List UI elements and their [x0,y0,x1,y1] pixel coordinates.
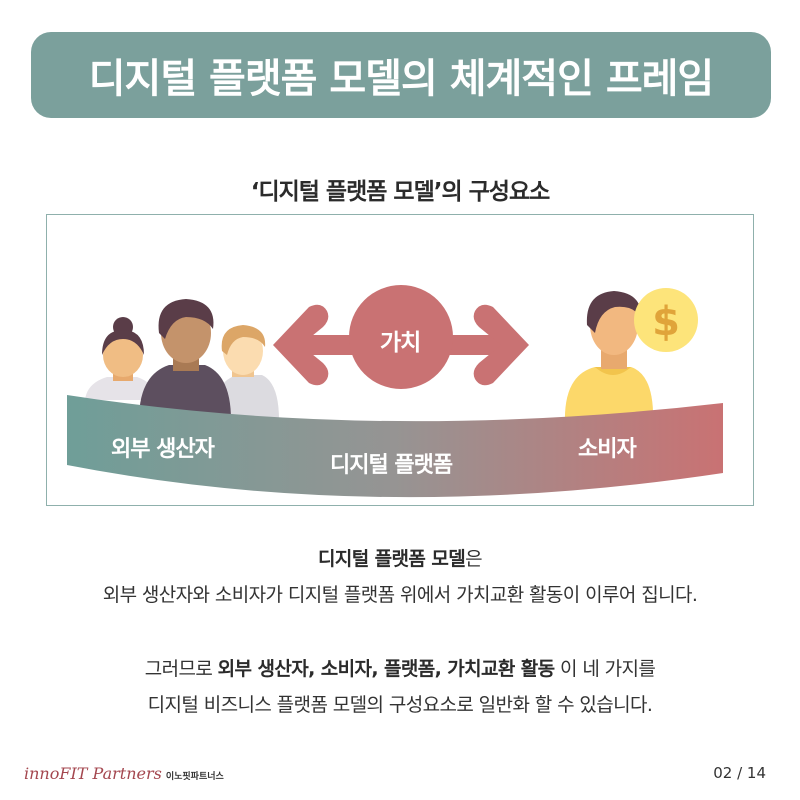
consumer-icon [564,291,654,425]
producers-group-icon [85,299,279,420]
plain-text: 그러므로 [144,658,218,680]
diagram-subtitle: ‘디지털 플랫폼 모델’의 구성요소 [250,179,551,205]
diagram-frame: $ 가치 외부 생산자 디지털 플랫폼 소비자 [46,214,754,506]
dollar-coin-icon: $ [634,288,698,352]
producers-label: 외부 생산자 [111,437,215,462]
company-logo: innoFIT Partners 이노핏파트너스 [24,764,224,783]
page-title: 디지털 플랫폼 모델의 체계적인 프레임 [88,56,715,102]
emphasis-text: 디지털 플랫폼 모델 [318,548,466,570]
svg-text:$: $ [652,299,680,345]
platform-label: 디지털 플랫폼 [330,453,453,478]
brand-name: innoFIT Partners [24,764,162,783]
brand-name-korean: 이노핏파트너스 [165,772,224,782]
platform-band [67,395,723,498]
value-label: 가치 [380,330,421,356]
plain-text: 이 네 가지를 [554,658,656,680]
paragraph-2-line-1: 그러므로 외부 생산자, 소비자, 플랫폼, 가치교환 활동 이 네 가지를 [0,654,800,681]
paragraph-2-line-2: 디지털 비즈니스 플랫폼 모델의 구성요소로 일반화 할 수 있습니다. [147,694,653,716]
title-banner: 디지털 플랫폼 모델의 체계적인 프레임 [31,32,771,118]
platform-diagram: $ [67,285,723,498]
emphasis-text: 외부 생산자, 소비자, 플랫폼, 가치교환 활동 [217,658,555,680]
paragraph-1-line-2: 외부 생산자와 소비자가 디지털 플랫폼 위에서 가치교환 활동이 이루어 집니… [102,584,698,606]
double-arrow-icon [273,285,529,389]
page-number: 02 / 14 [713,764,766,782]
consumer-label: 소비자 [578,437,637,462]
paragraph-1-line-1: 디지털 플랫폼 모델은 [0,544,800,571]
plain-text: 은 [465,548,482,570]
